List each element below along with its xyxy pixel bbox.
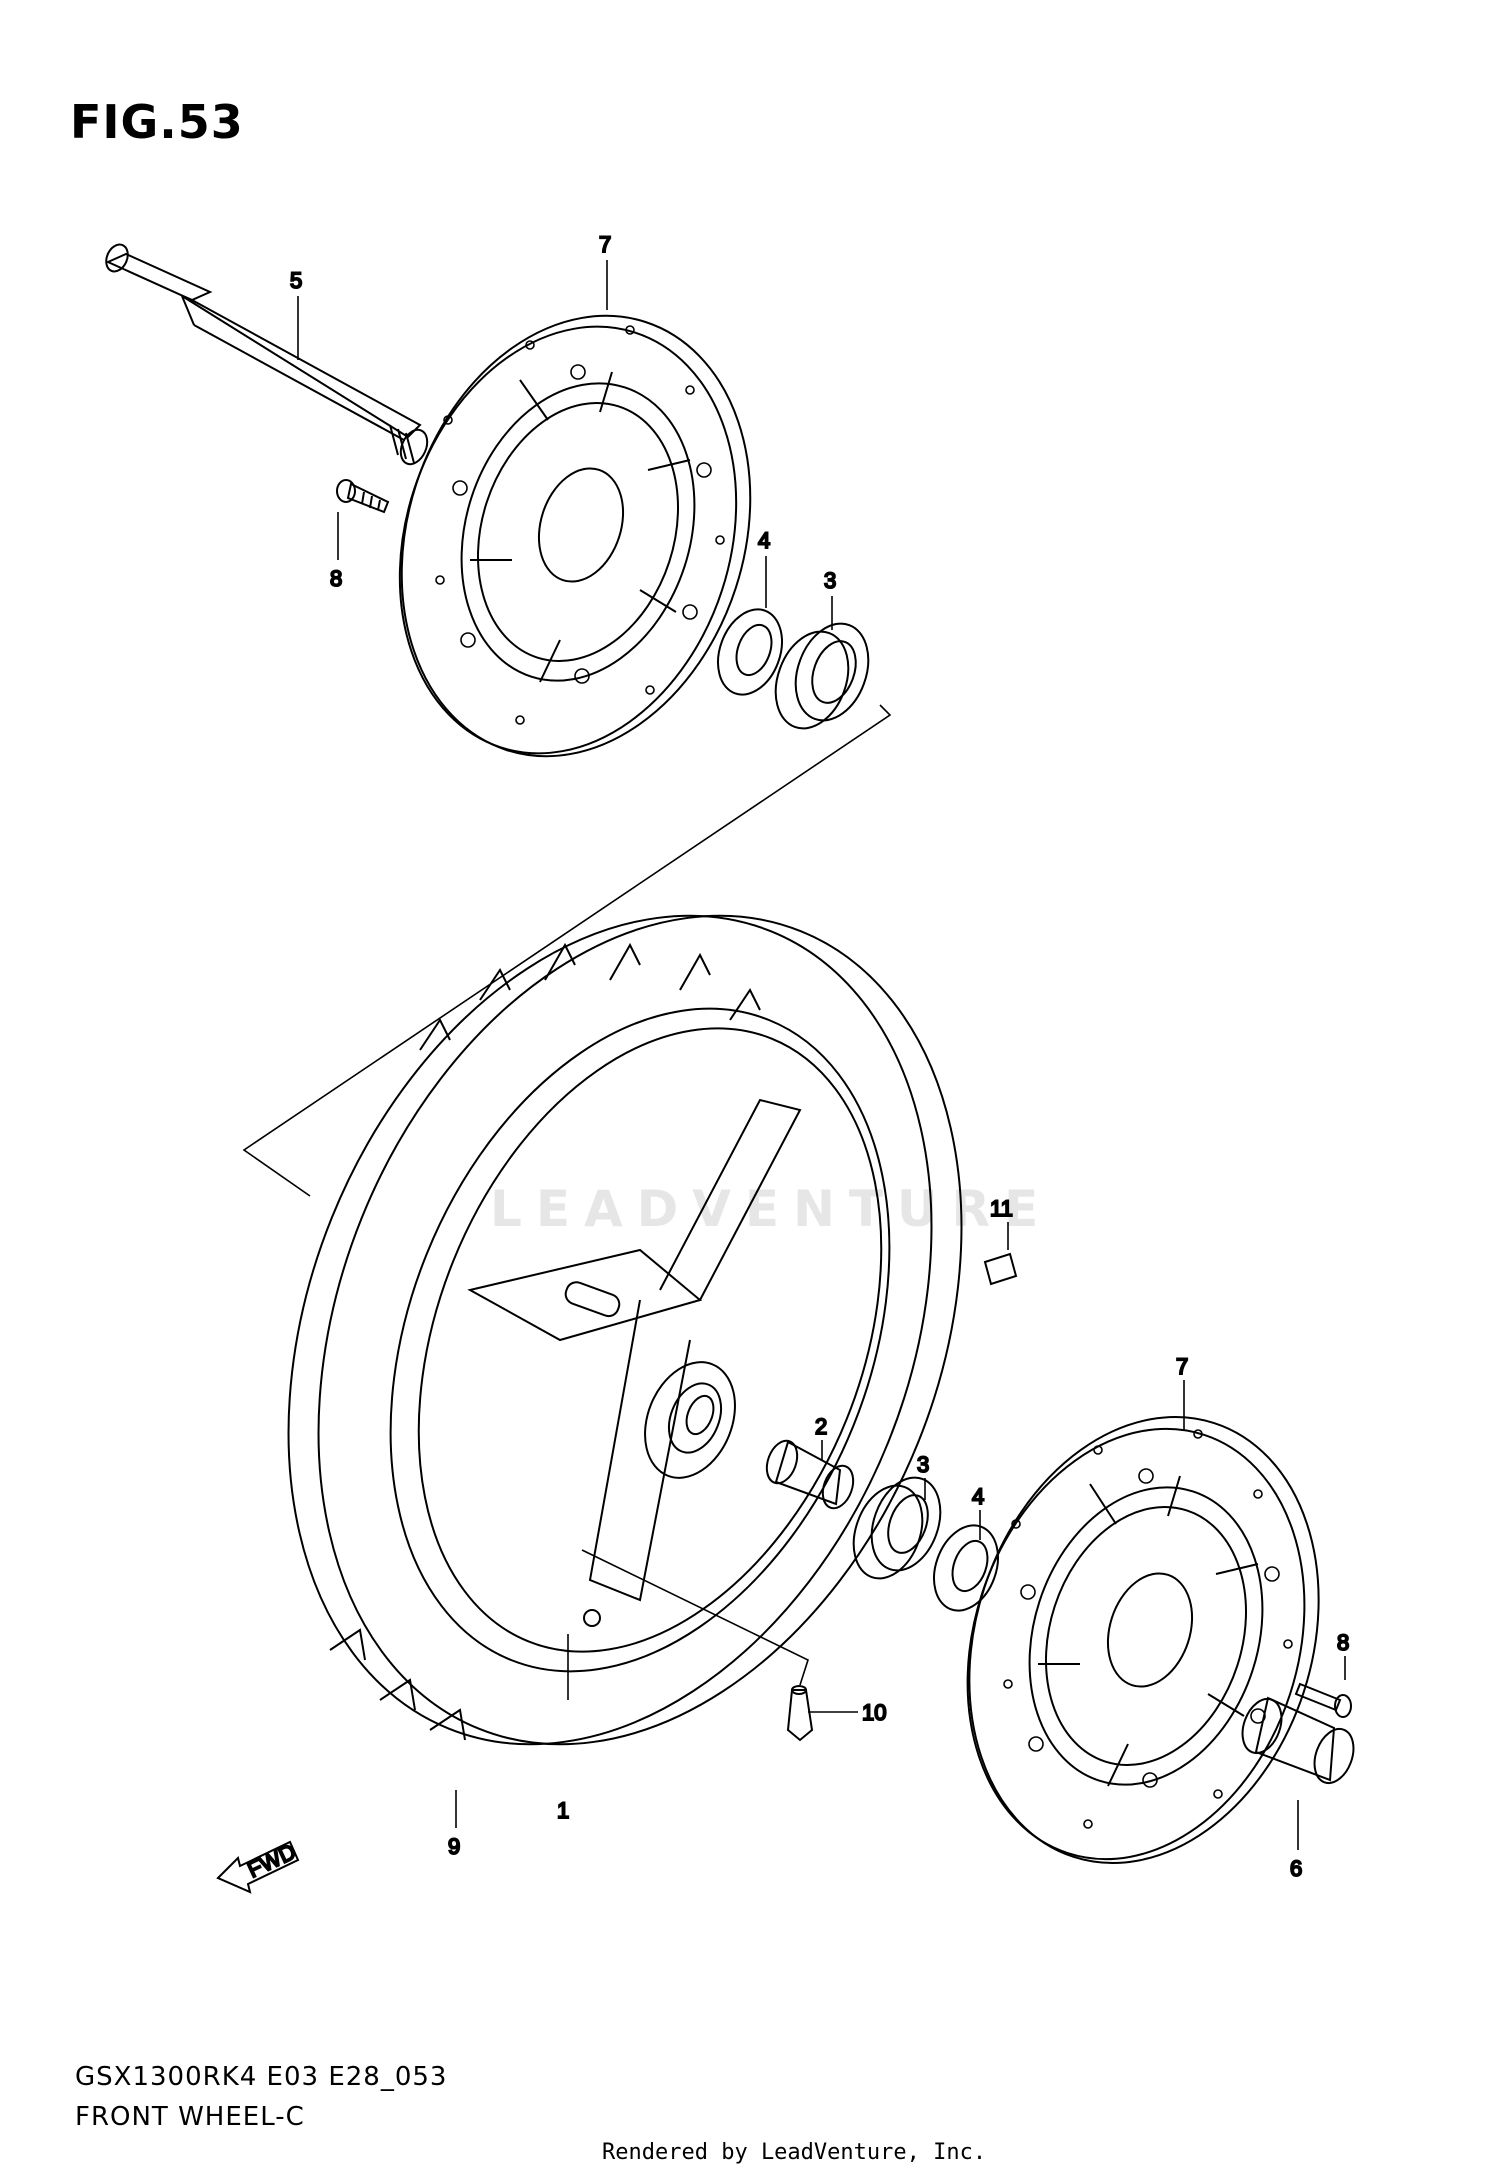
section-title: FRONT WHEEL-C <box>75 2102 305 2132</box>
callout-8-top: 8 <box>330 566 342 591</box>
part-valve <box>786 1685 814 1742</box>
callout-10: 10 <box>862 1700 886 1725</box>
part-bearing-bottom <box>852 1476 942 1580</box>
callout-4-bottom: 4 <box>972 1484 984 1509</box>
part-bolt-bottom <box>1294 1682 1352 1718</box>
callout-6: 6 <box>1290 1856 1302 1881</box>
callout-4-top: 4 <box>758 528 770 553</box>
part-seal-top <box>717 608 783 696</box>
callout-1: 1 <box>557 1798 569 1823</box>
callout-7-top: 7 <box>599 232 611 257</box>
part-bolt-top <box>336 479 390 514</box>
watermark-text: LEADVENTURE <box>490 1180 1053 1238</box>
callout-3-bottom: 3 <box>917 1452 929 1477</box>
callout-labels: 5 8 7 4 3 1 2 3 4 10 11 7 8 6 9 <box>289 231 1350 1882</box>
callout-leaders <box>297 260 1346 1850</box>
part-brake-disc-bottom <box>966 1416 1320 1864</box>
part-wheel <box>389 1007 891 1673</box>
callout-3-top: 3 <box>824 568 836 593</box>
callout-8-bottom: 8 <box>1337 1630 1349 1655</box>
part-bearing-top <box>774 622 870 730</box>
callout-9: 9 <box>448 1834 460 1859</box>
callout-5: 5 <box>290 268 302 293</box>
part-seal-bottom <box>933 1524 999 1612</box>
part-collar <box>765 1439 855 1510</box>
fwd-label: FWD <box>244 1839 300 1883</box>
callout-7-bottom: 7 <box>1176 1354 1188 1379</box>
model-code: GSX1300RK4 E03 E28_053 <box>75 2062 448 2092</box>
part-balance-weight <box>983 1252 1018 1286</box>
render-credit: Rendered by LeadVenture, Inc. <box>602 2140 987 2165</box>
assembly-leader-lines <box>242 704 892 1686</box>
part-tire <box>287 914 963 1746</box>
figure-title: FIG.53 <box>70 95 244 149</box>
fwd-arrow-icon <box>216 1840 300 1894</box>
callout-2: 2 <box>815 1414 827 1439</box>
part-collar-side <box>1241 1696 1355 1785</box>
callout-11: 11 <box>990 1196 1013 1221</box>
part-brake-disc-top <box>398 314 752 758</box>
part-axle <box>105 243 429 466</box>
